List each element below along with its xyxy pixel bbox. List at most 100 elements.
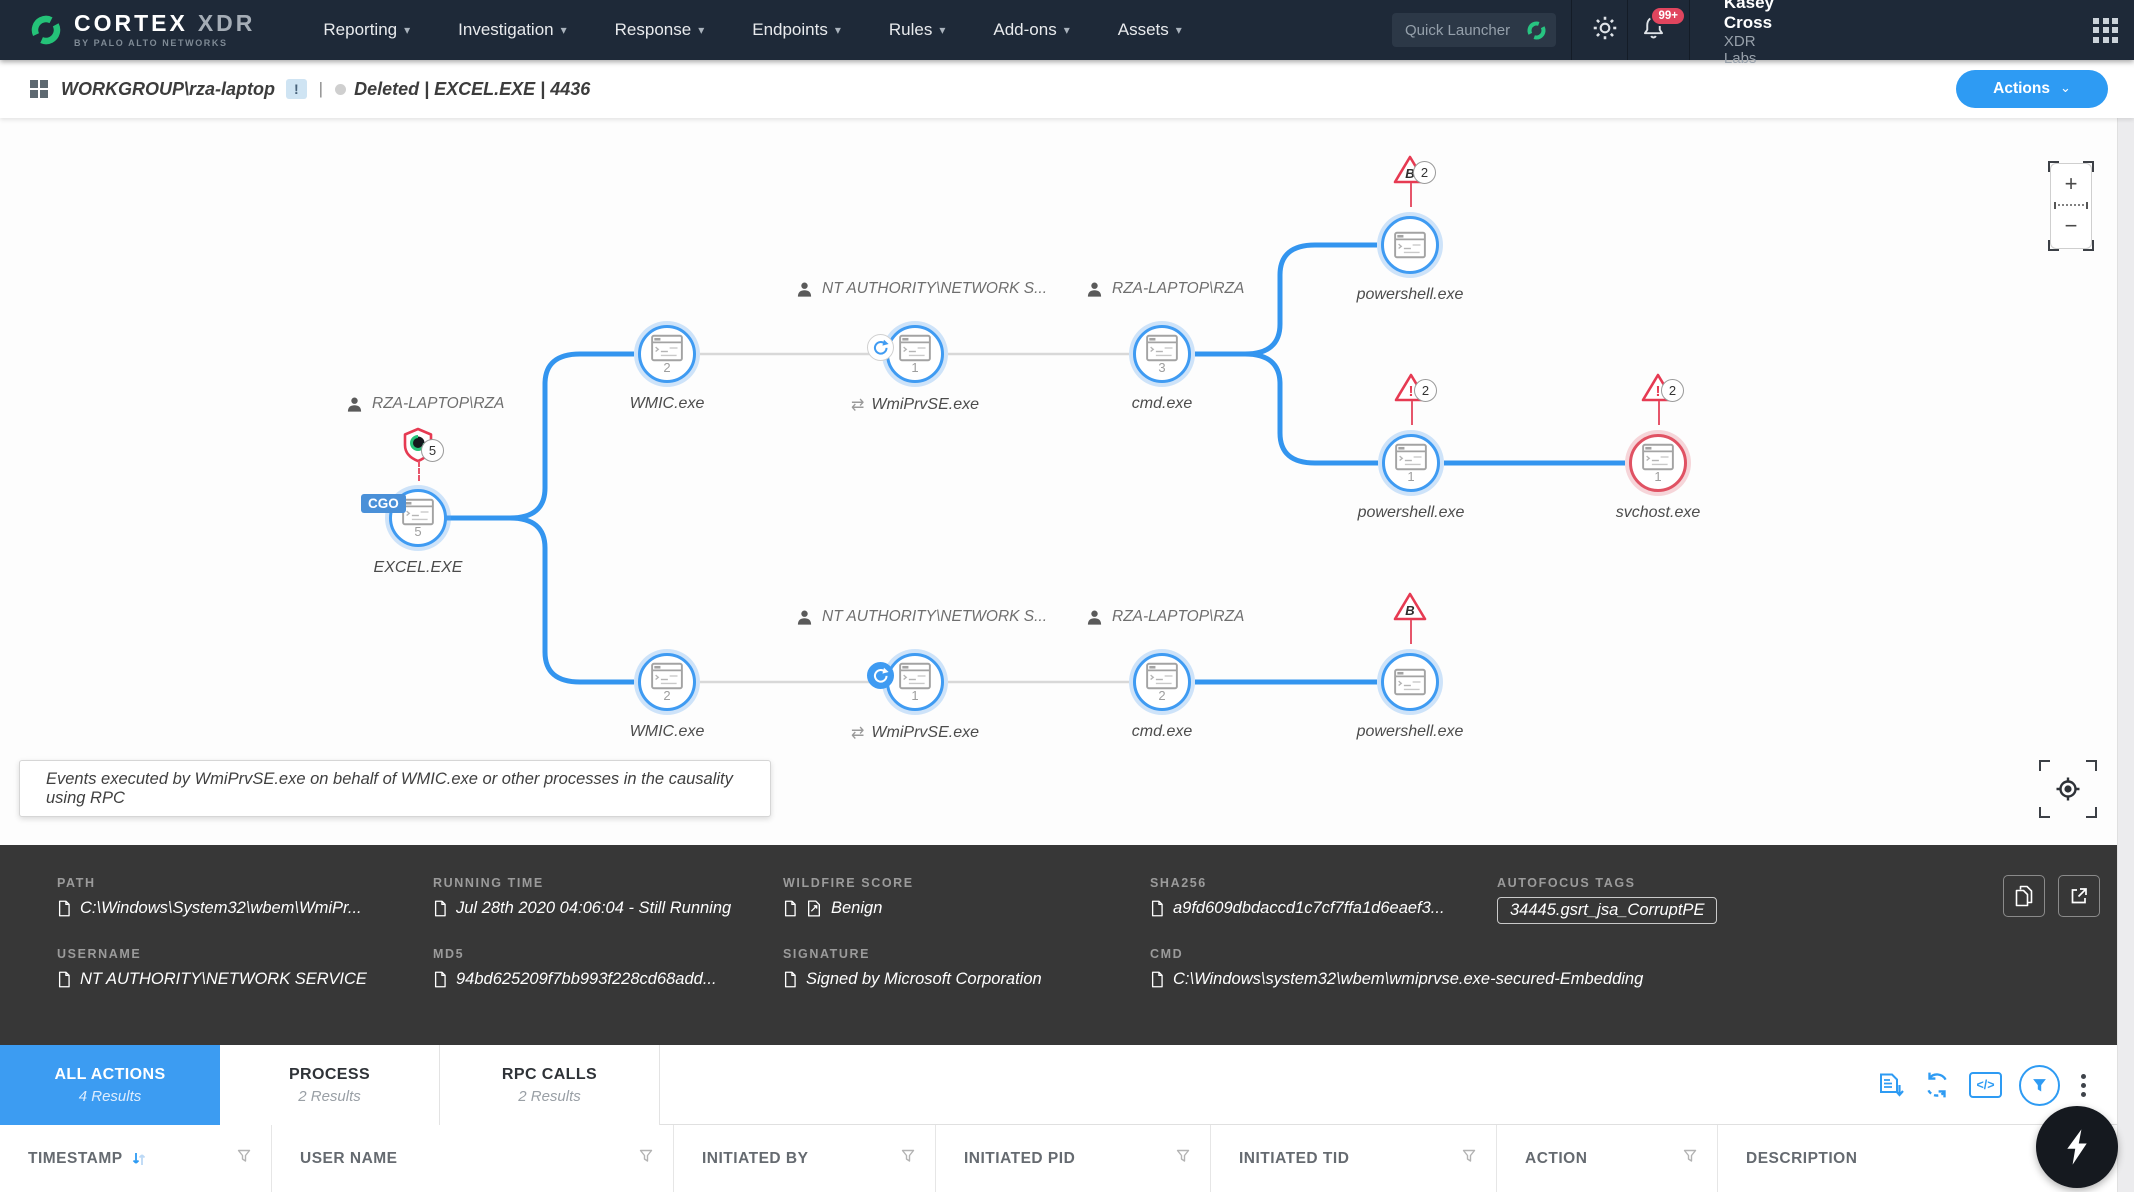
causality-graph[interactable]: Events executed by WmiPrvSE.exe on behal… — [0, 118, 2134, 845]
copy-doc-icon[interactable] — [783, 971, 797, 988]
copy-doc-icon[interactable] — [57, 900, 71, 917]
alert-badge[interactable]: ! 2 — [1393, 372, 1437, 425]
filter-funnel-icon[interactable] — [1176, 1149, 1190, 1168]
alert-count-badge: 5 — [421, 439, 444, 462]
node-circle: 3 — [1133, 325, 1191, 383]
settings-gear-icon[interactable] — [1592, 15, 1618, 46]
process-node-powershell-top[interactable]: B 2 powershell.exe — [1357, 155, 1463, 303]
nav-menu-add-ons[interactable]: Add-ons ▾ — [993, 20, 1069, 40]
alert-badge[interactable]: B — [1392, 591, 1428, 644]
tab-all-actions[interactable]: ALL ACTIONS 4 Results — [0, 1045, 220, 1125]
nav-menu-response[interactable]: Response ▾ — [615, 20, 705, 40]
cortex-logo-icon — [31, 15, 61, 45]
column-initiated-by[interactable]: INITIATED BY — [674, 1125, 936, 1192]
column-initiated-pid[interactable]: INITIATED PID — [936, 1125, 1211, 1192]
process-node-cmd-top[interactable]: 3 cmd.exe — [1129, 321, 1195, 412]
process-node-powershell-mid[interactable]: 1 ! 2 powershell.exe — [1358, 373, 1464, 521]
node-label-row: svchost.exe — [1616, 504, 1700, 522]
copy-doc-icon[interactable] — [433, 900, 447, 917]
query-code-icon[interactable]: </> — [1969, 1072, 2002, 1098]
target-icon — [2056, 777, 2080, 801]
copy-all-button[interactable] — [2003, 875, 2045, 917]
vertical-scrollbar[interactable] — [2117, 118, 2134, 1192]
column-user-name[interactable]: USER NAME — [272, 1125, 674, 1192]
process-node-svchost-exe[interactable]: 1 ! 2 svchost.exe — [1616, 373, 1700, 521]
copy-doc-icon[interactable] — [433, 971, 447, 988]
open-external-button[interactable] — [2058, 875, 2100, 917]
refresh-icon[interactable] — [1922, 1070, 1952, 1100]
nav-menu-assets[interactable]: Assets ▾ — [1118, 20, 1182, 40]
column-timestamp[interactable]: TIMESTAMP — [0, 1125, 272, 1192]
tab-rpc-calls[interactable]: RPC CALLS 2 Results — [440, 1045, 660, 1125]
process-node-wmiprvse-top[interactable]: 1 ⇄ WmiPrvSE.exe — [851, 321, 979, 414]
export-table-icon[interactable] — [1877, 1071, 1905, 1099]
filter-funnel-icon[interactable] — [639, 1149, 653, 1168]
tab-result-count: 2 Results — [518, 1087, 581, 1105]
column-action[interactable]: ACTION — [1497, 1125, 1718, 1192]
node-label: WmiPrvSE.exe — [871, 396, 979, 413]
chat-bubble-button[interactable] — [2036, 1106, 2118, 1188]
zoom-in-button[interactable]: + — [2064, 171, 2078, 196]
user-menu[interactable]: Kasey Cross XDR Labs — [1724, 0, 1774, 67]
node-label-row: ⇄ WmiPrvSE.exe — [851, 723, 979, 743]
node-label: WMIC.exe — [629, 723, 705, 740]
breadcrumb-bar: WORKGROUP\rza-laptop ! | Deleted | EXCEL… — [0, 60, 2134, 118]
wildfire-report-icon[interactable] — [806, 900, 822, 917]
detail-field-username: USERNAME NT AUTHORITY\NETWORK SERVICE — [57, 947, 367, 989]
node-circle: 2 — [638, 325, 696, 383]
alert-badge[interactable]: 5 — [402, 427, 444, 481]
filter-funnel-icon[interactable] — [237, 1149, 251, 1168]
node-label-row: cmd.exe — [1132, 395, 1192, 413]
copy-doc-icon[interactable] — [1150, 900, 1164, 917]
rpc-badge[interactable] — [867, 662, 894, 689]
process-edge — [446, 351, 634, 521]
nav-menu-endpoints[interactable]: Endpoints ▾ — [752, 20, 841, 40]
alert-badge[interactable]: ! 2 — [1640, 372, 1684, 425]
node-circle: 2 — [1133, 653, 1191, 711]
process-node-excel-exe[interactable]: 5 5 CGO EXCEL.EXE — [361, 427, 462, 576]
nav-menu-reporting[interactable]: Reporting ▾ — [323, 20, 410, 40]
process-node-wmic-bottom[interactable]: 2 WMIC.exe — [630, 649, 704, 740]
process-node-wmic-top[interactable]: 2 WMIC.exe — [630, 321, 704, 412]
actions-button[interactable]: Actions ⌄ — [1956, 70, 2108, 108]
detail-field-label: USERNAME — [57, 947, 142, 961]
nav-menu-label: Endpoints — [752, 20, 828, 39]
detail-field-running-time: RUNNING TIME Jul 28th 2020 04:06:04 - St… — [433, 876, 731, 918]
breadcrumb-host[interactable]: WORKGROUP\rza-laptop — [61, 78, 275, 99]
sort-icon[interactable] — [131, 1151, 147, 1167]
column-label: INITIATED PID — [964, 1149, 1076, 1167]
node-event-count: 3 — [1158, 359, 1166, 375]
filter-funnel-icon[interactable] — [1462, 1149, 1476, 1168]
process-node-wmiprvse-bottom[interactable]: 1 ⇄ WmiPrvSE.exe — [851, 649, 979, 742]
column-description[interactable]: DESCRIPTION — [1718, 1125, 2134, 1192]
alert-badge[interactable]: B 2 — [1392, 154, 1436, 207]
quick-launcher-input[interactable]: Quick Launcher — [1392, 13, 1556, 47]
copy-doc-icon[interactable] — [57, 971, 71, 988]
tab-process[interactable]: PROCESS 2 Results — [220, 1045, 440, 1125]
more-options-icon[interactable] — [2077, 1070, 2090, 1101]
notification-count-badge: 99+ — [1650, 6, 1686, 26]
nav-menu-rules[interactable]: Rules ▾ — [889, 20, 946, 40]
center-view-button[interactable] — [2039, 760, 2097, 818]
copy-doc-icon[interactable] — [1150, 971, 1164, 988]
detail-field-label: SHA256 — [1150, 876, 1207, 890]
nav-menu-label: Add-ons — [993, 20, 1057, 39]
node-label-row: ⇄ WmiPrvSE.exe — [851, 395, 979, 415]
copy-doc-icon[interactable] — [783, 900, 797, 917]
zoom-out-button[interactable]: − — [2064, 213, 2078, 238]
filter-funnel-icon[interactable] — [1683, 1149, 1697, 1168]
node-event-count: 1 — [1654, 468, 1662, 484]
column-initiated-tid[interactable]: INITIATED TID — [1211, 1125, 1497, 1192]
node-circle — [1381, 653, 1439, 711]
rpc-badge[interactable] — [867, 334, 894, 361]
filter-funnel-icon[interactable] — [901, 1149, 915, 1168]
process-node-cmd-bottom[interactable]: 2 cmd.exe — [1129, 649, 1195, 740]
filter-results-icon[interactable] — [2019, 1064, 2060, 1106]
nav-menu-investigation[interactable]: Investigation ▾ — [458, 20, 566, 40]
notifications-bell-icon[interactable]: 99+ — [1641, 6, 1686, 45]
alert-count-badge: 2 — [1413, 161, 1436, 184]
node-event-count: 1 — [911, 687, 919, 703]
process-node-powershell-bottom[interactable]: B powershell.exe — [1357, 592, 1463, 740]
app-switcher-icon[interactable] — [2093, 17, 2118, 43]
